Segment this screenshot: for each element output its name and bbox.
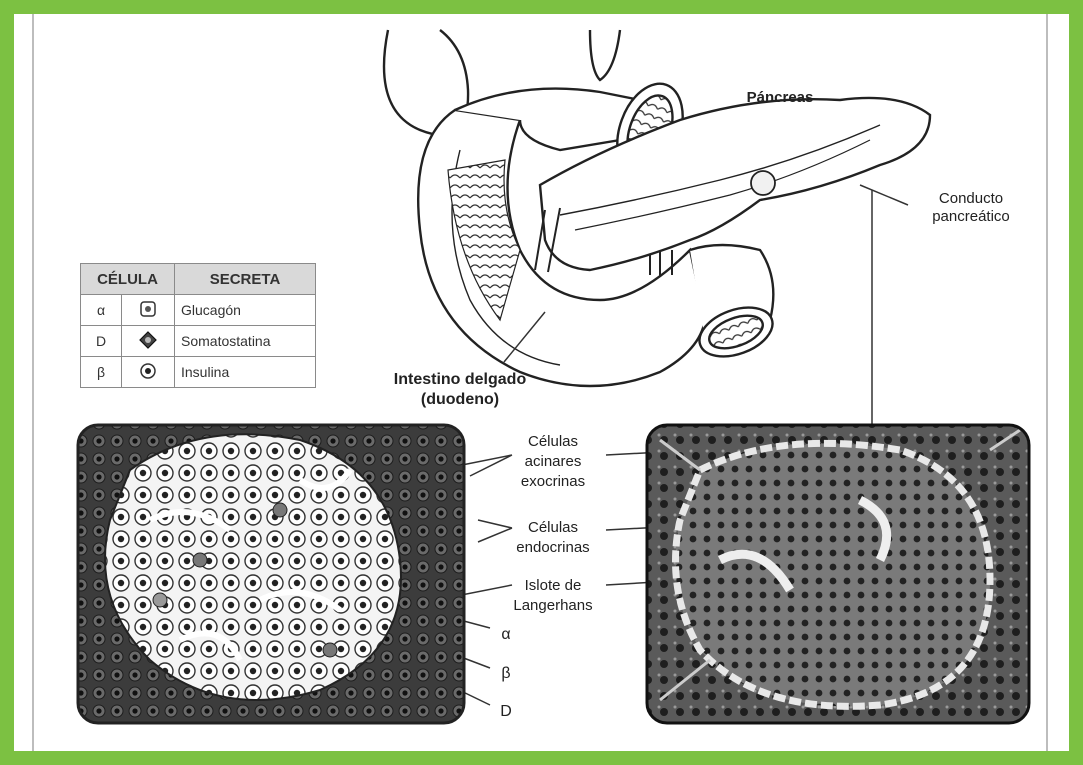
cell-type-beta: β [81, 357, 122, 388]
table-row: D Somatostatina [81, 326, 316, 357]
small-intestine-label-line2: (duodeno) [355, 390, 565, 410]
beta-cell-icon [122, 357, 175, 388]
islet-of-langerhans-label: Islote de Langerhans [498, 576, 608, 616]
islet-label-line1: Islote de [498, 576, 608, 596]
pancreatic-duct-label-line2: pancreático [906, 208, 1036, 226]
endocrine-cells-label-line1: Células [498, 518, 608, 538]
alpha-cell-marker: α [494, 625, 518, 645]
small-intestine-label-line1: Intestino delgado [355, 370, 565, 390]
acinar-cells-label-line3: exocrinas [498, 472, 608, 492]
delta-cell-icon [122, 326, 175, 357]
acinar-cells-label-line2: acinares [498, 452, 608, 472]
cell-secretion-table: CÉLULA SECRETA α Glucagón D Somatostatin… [80, 263, 316, 388]
cell-type-delta: D [81, 326, 122, 357]
small-intestine-label: Intestino delgado (duodeno) [355, 370, 565, 410]
secretes-beta: Insulina [175, 357, 316, 388]
cell-type-alpha: α [81, 295, 122, 326]
table-row: α Glucagón [81, 295, 316, 326]
secretes-alpha: Glucagón [175, 295, 316, 326]
secretes-delta: Somatostatina [175, 326, 316, 357]
delta-cell-marker: D [494, 702, 518, 722]
histology-drawing-panel [78, 425, 464, 723]
islet-label-line2: Langerhans [498, 596, 608, 616]
endocrine-cells-label: Células endocrinas [498, 518, 608, 558]
acinar-cells-label: Células acinares exocrinas [498, 432, 608, 492]
acinar-cells-label-line1: Células [498, 432, 608, 452]
pancreatic-duct-label-line1: Conducto [906, 190, 1036, 208]
table-header-secretes: SECRETA [175, 264, 316, 295]
alpha-cell-icon [122, 295, 175, 326]
micrograph-panel [647, 425, 1029, 723]
table-row: β Insulina [81, 357, 316, 388]
pancreas-label: Páncreas [725, 88, 835, 108]
pancreatic-duct-label: Conducto pancreático [906, 190, 1036, 226]
table-header-cell: CÉLULA [81, 264, 175, 295]
beta-cell-marker: β [494, 664, 518, 684]
endocrine-cells-label-line2: endocrinas [498, 538, 608, 558]
